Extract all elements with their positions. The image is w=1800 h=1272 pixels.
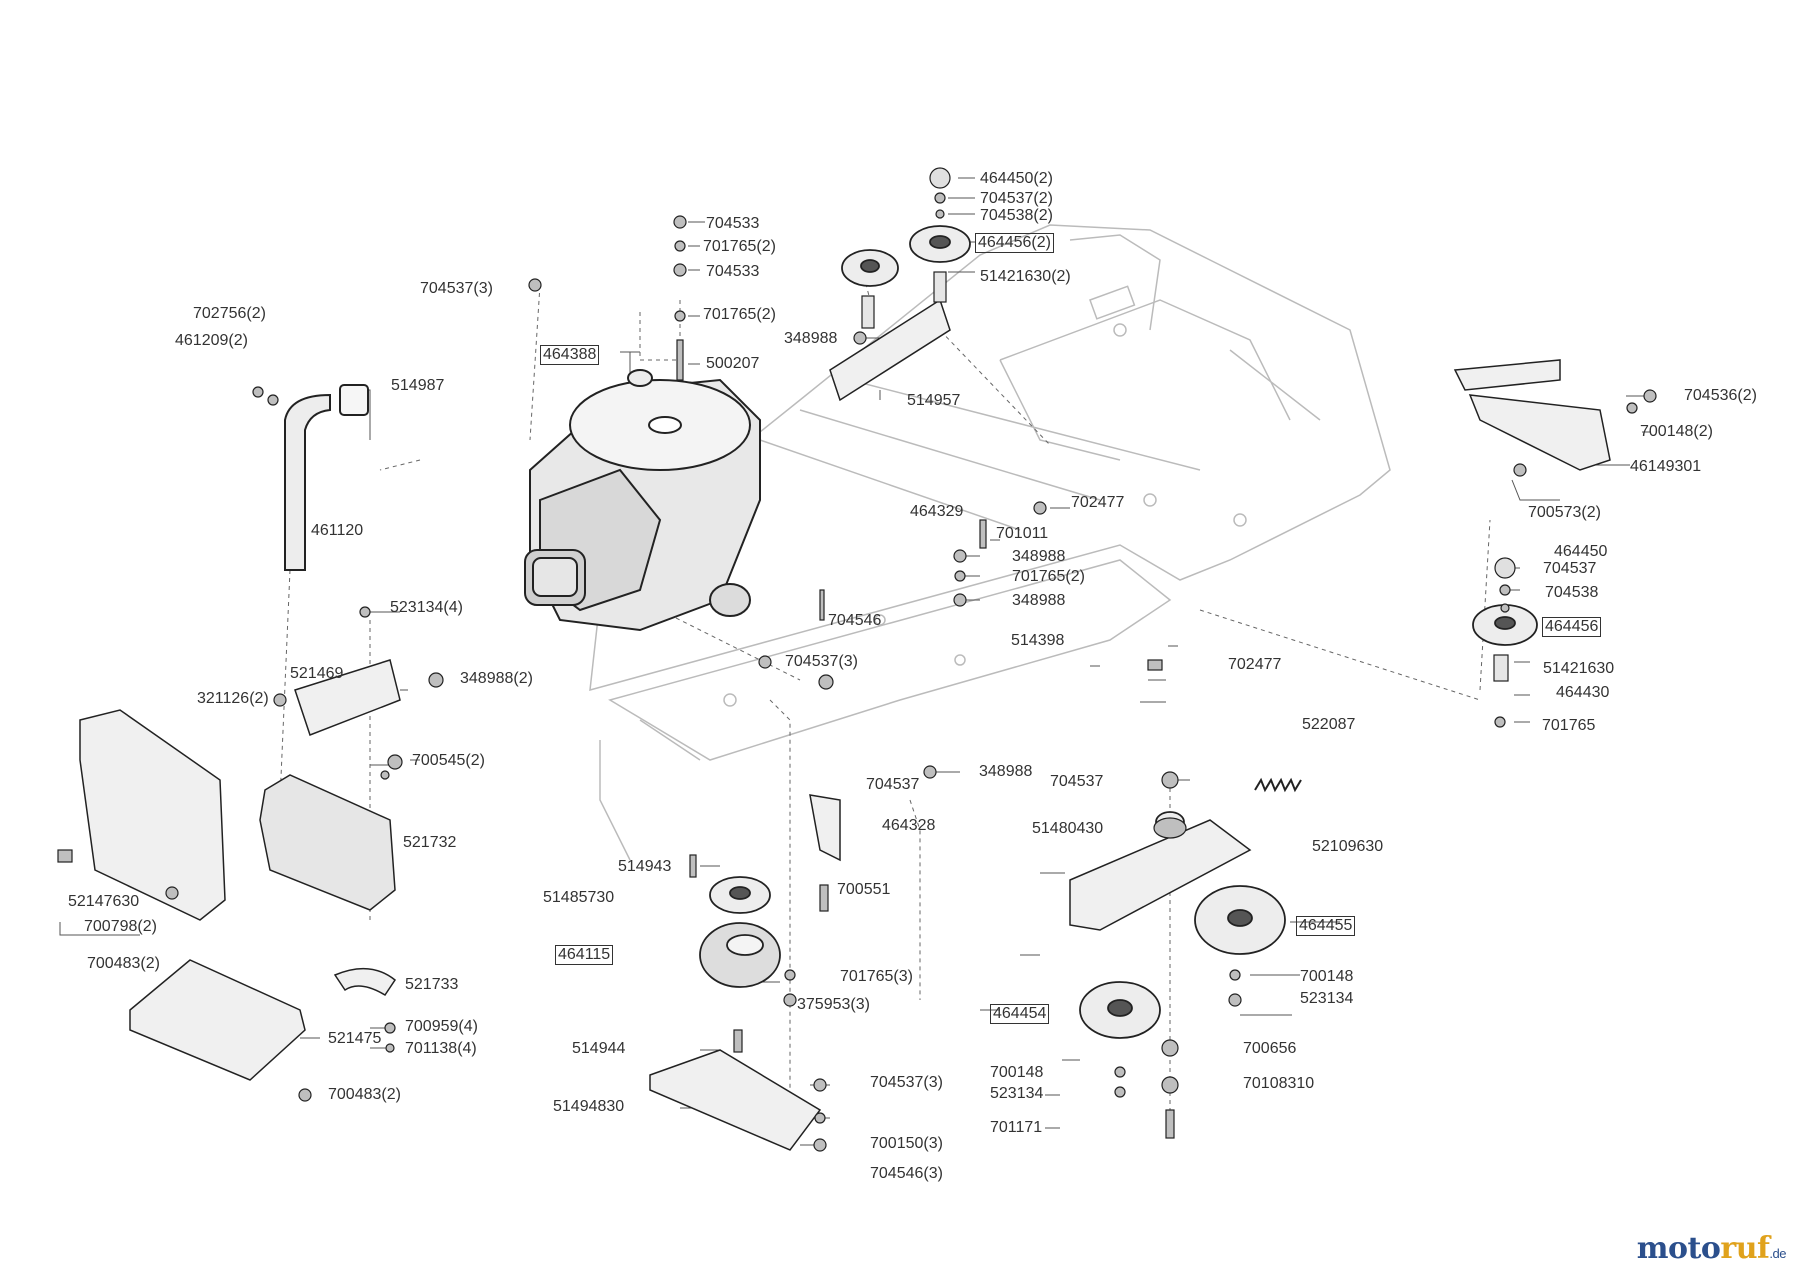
part-label: 700959(4): [405, 1018, 478, 1035]
part-label: 51485730: [543, 889, 615, 906]
part-label: 700483(2): [328, 1086, 401, 1103]
part-label: 704538: [1545, 584, 1599, 601]
part-label: 702477: [1228, 656, 1282, 673]
part-label: 514944: [572, 1040, 626, 1057]
part-label: 704537: [866, 776, 920, 793]
part-label-boxed: 464454: [990, 1004, 1050, 1024]
part-label: 51421630: [1543, 660, 1615, 677]
part-label: 461209(2): [175, 332, 248, 349]
part-label: 701765(2): [703, 238, 776, 255]
part-label: 348988: [1012, 592, 1066, 609]
part-label: 700573(2): [1528, 504, 1601, 521]
part-label: 521475: [328, 1030, 382, 1047]
part-label: 522087: [1302, 716, 1356, 733]
part-label: 704533: [706, 215, 760, 232]
part-label: 704538(2): [980, 207, 1053, 224]
part-label: 701765(2): [703, 306, 776, 323]
part-label: 523134: [1300, 990, 1354, 1007]
part-label: 702477: [1071, 494, 1125, 511]
part-label: 704537: [1050, 773, 1104, 790]
logo-suffix-text: .de: [1769, 1246, 1786, 1261]
part-label: 700483(2): [87, 955, 160, 972]
part-label: 46149301: [1630, 458, 1702, 475]
part-label: 51494830: [553, 1098, 625, 1115]
part-label: 701138(4): [405, 1040, 477, 1057]
part-label: 514398: [1011, 632, 1065, 649]
brand-logo: motoruf.de: [1636, 1231, 1787, 1266]
part-label: 704537: [1543, 560, 1597, 577]
part-label: 348988: [784, 330, 838, 347]
part-label: 701171: [990, 1119, 1043, 1136]
part-label: 700148: [990, 1064, 1044, 1081]
part-label: 461120: [311, 522, 364, 539]
part-label: 464450(2): [980, 170, 1053, 187]
part-label: 704537(3): [785, 653, 858, 670]
part-label: 523134: [990, 1085, 1044, 1102]
part-label: 52147630: [68, 893, 140, 910]
part-label: 704546(3): [870, 1165, 943, 1182]
part-label: 375953(3): [797, 996, 870, 1013]
part-label: 521733: [405, 976, 459, 993]
part-label: 521469: [290, 665, 344, 682]
part-label: 348988(2): [460, 670, 533, 687]
part-label: 704537(3): [420, 280, 493, 297]
part-label: 700798(2): [84, 918, 157, 935]
part-label: 70108310: [1243, 1075, 1315, 1092]
part-label: 704533: [706, 263, 760, 280]
part-label-boxed: 464455: [1296, 916, 1356, 936]
part-label-boxed: 464115: [555, 945, 614, 965]
part-label: 348988: [979, 763, 1033, 780]
part-label-boxed: 464456(2): [975, 233, 1054, 253]
part-label: 523134(4): [390, 599, 463, 616]
part-label: 464329: [910, 503, 964, 520]
engine: [524, 369, 761, 632]
part-label: 464328: [882, 817, 936, 834]
part-label: 701765(2): [1012, 568, 1085, 585]
part-label: 700656: [1243, 1040, 1297, 1057]
part-label: 51480430: [1032, 820, 1104, 837]
part-label: 464450: [1554, 543, 1608, 560]
part-label: 700150(3): [870, 1135, 943, 1152]
part-label-boxed: 464456: [1542, 617, 1602, 637]
part-label: 348988: [1012, 548, 1066, 565]
part-label: 514943: [618, 858, 672, 875]
part-label: 514987: [391, 377, 445, 394]
part-label: 704537(3): [870, 1074, 943, 1091]
logo-accent-text: ruf: [1720, 1231, 1770, 1266]
part-label: 704536(2): [1684, 387, 1757, 404]
part-label-boxed: 464388: [540, 345, 600, 365]
part-label: 700545(2): [412, 752, 485, 769]
part-label: 700551: [837, 881, 891, 898]
part-label: 321126(2): [197, 690, 269, 707]
part-label: 500207: [706, 355, 760, 372]
part-label: 521732: [403, 834, 457, 851]
part-label: 701765: [1542, 717, 1596, 734]
brackets: [79, 298, 1611, 1151]
part-label: 700148(2): [1640, 423, 1713, 440]
part-label: 701765(3): [840, 968, 913, 985]
part-label: 704546: [828, 612, 882, 629]
part-label: 514957: [907, 392, 961, 409]
part-label: 52109630: [1312, 838, 1384, 855]
part-label: 700148: [1300, 968, 1354, 985]
fasteners: [57, 167, 1657, 1152]
part-label: 51421630(2): [980, 268, 1071, 285]
part-label: 464430: [1556, 684, 1610, 701]
logo-main-text: moto: [1636, 1231, 1721, 1266]
tension-spring: [1254, 777, 1302, 793]
part-label: 704537(2): [980, 190, 1053, 207]
exhaust-pipe: [284, 384, 369, 571]
pulleys: [699, 225, 1538, 1039]
part-label: 701011: [996, 525, 1049, 542]
part-label: 702756(2): [193, 305, 266, 322]
